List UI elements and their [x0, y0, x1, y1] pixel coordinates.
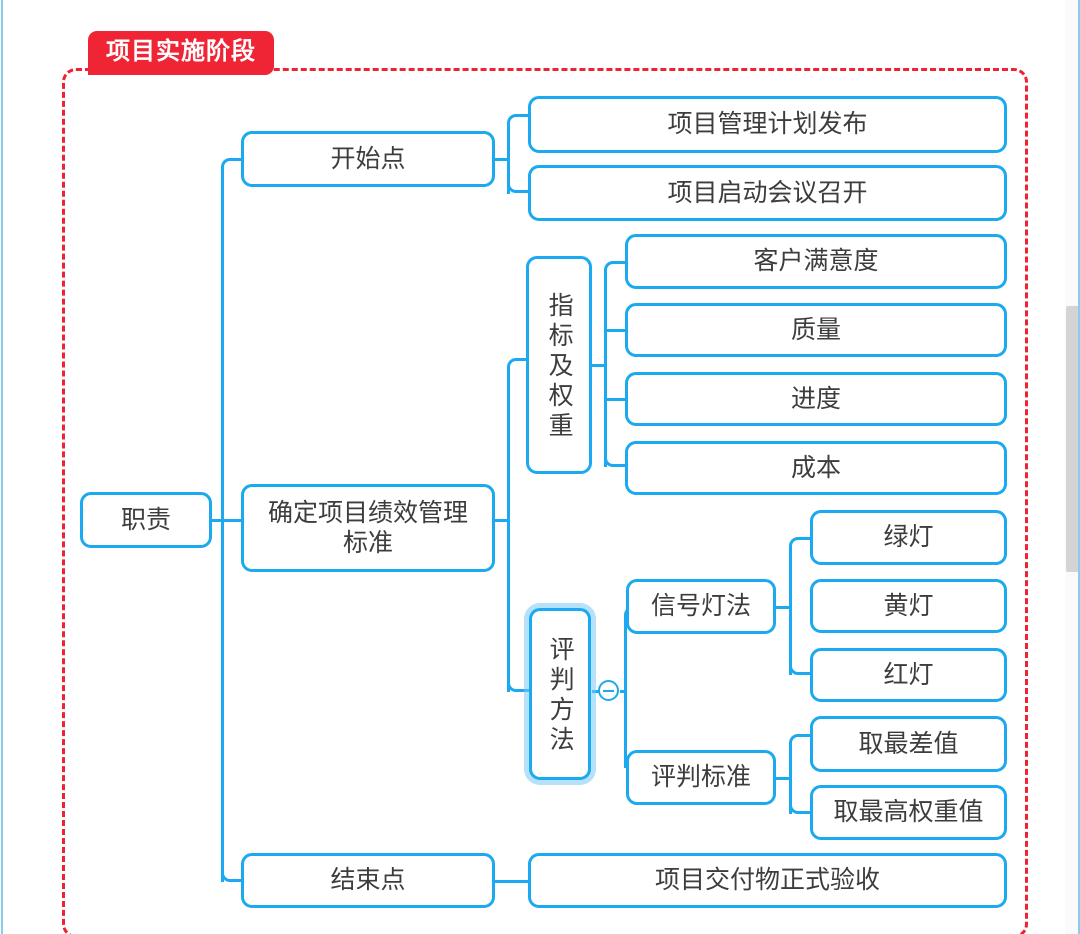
connector-elbow-plan-release — [507, 114, 529, 126]
connector-signal-bracket — [789, 547, 792, 675]
node-deliverable-acceptance[interactable]: 项目交付物正式验收 — [528, 853, 1007, 908]
connector-metrics-stub — [592, 364, 606, 367]
stage-frame — [62, 68, 1028, 934]
label-line-1: 确定项目绩效管理 — [267, 498, 468, 527]
connector-elbow-red — [789, 663, 811, 675]
connector-endpoint-stub — [493, 880, 530, 883]
node-worst-value[interactable]: 取最差值 — [810, 716, 1007, 772]
node-customer-satisfaction[interactable]: 客户满意度 — [625, 234, 1007, 289]
node-yellow-light[interactable]: 黄灯 — [810, 579, 1007, 633]
stage-title-badge: 项目实施阶段 — [88, 31, 274, 75]
node-red-light[interactable]: 红灯 — [810, 648, 1007, 702]
connector-startpoint-bracket — [507, 124, 510, 194]
node-start-point[interactable]: 开始点 — [241, 131, 495, 187]
connector-elbow-cost — [604, 455, 626, 467]
connector-signal-stub — [775, 606, 791, 609]
connector-criteria-bracket — [789, 744, 792, 814]
connector-method-bracket — [624, 616, 627, 768]
connector-stub-quality — [604, 329, 626, 332]
connector-startpoint-stub — [493, 158, 509, 161]
connector-elbow-green — [789, 537, 811, 549]
node-evaluation-criteria[interactable]: 评判标准 — [626, 750, 776, 805]
connector-elbow-satisfaction — [604, 261, 626, 273]
connector-elbow-metrics — [507, 358, 529, 370]
connector-root-stub — [210, 519, 224, 522]
node-quality[interactable]: 质量 — [625, 303, 1007, 357]
node-plan-release[interactable]: 项目管理计划发布 — [528, 96, 1007, 153]
node-metrics-and-weights[interactable]: 指标及权重 — [526, 256, 592, 474]
connector-metrics-bracket — [604, 271, 607, 467]
node-performance-standard-label: 确定项目绩效管理 标准 — [268, 498, 468, 559]
connector-stub-schedule — [604, 398, 626, 401]
connector-elbow-worst-value — [789, 734, 811, 746]
connector-elbow-method — [507, 680, 529, 692]
node-end-point[interactable]: 结束点 — [241, 853, 495, 908]
node-schedule[interactable]: 进度 — [625, 372, 1007, 426]
node-highest-weight-value[interactable]: 取最高权重值 — [810, 785, 1007, 840]
viewport-right-rule — [1078, 0, 1080, 934]
connector-elbow-end-point — [221, 870, 241, 882]
connector-method-stub — [592, 690, 600, 693]
node-cost[interactable]: 成本 — [625, 441, 1007, 495]
node-root-responsibility[interactable]: 职责 — [80, 492, 212, 548]
node-evaluation-method[interactable]: 评判方法 — [529, 608, 591, 780]
connector-elbow-start-point — [221, 158, 241, 170]
connector-stub-standard — [221, 519, 243, 522]
viewport-left-rule — [1, 0, 3, 934]
node-performance-standard[interactable]: 确定项目绩效管理 标准 — [241, 484, 495, 572]
minus-circle-icon[interactable] — [598, 680, 619, 701]
node-kickoff-meeting[interactable]: 项目启动会议召开 — [528, 165, 1007, 221]
vertical-scrollbar-thumb[interactable] — [1066, 306, 1079, 572]
connector-criteria-stub — [775, 777, 791, 780]
node-signal-light-method[interactable]: 信号灯法 — [626, 579, 776, 634]
connector-elbow-kickoff-meeting — [507, 181, 529, 193]
node-green-light[interactable]: 绿灯 — [810, 510, 1007, 565]
connector-elbow-highest-weight — [789, 802, 811, 814]
label-line-2: 标准 — [342, 529, 393, 557]
connector-standard-bracket — [507, 368, 510, 692]
connector-standard-stub — [493, 519, 509, 522]
connector-root-trunk — [221, 168, 224, 882]
connector-method-stub-b — [620, 690, 626, 693]
